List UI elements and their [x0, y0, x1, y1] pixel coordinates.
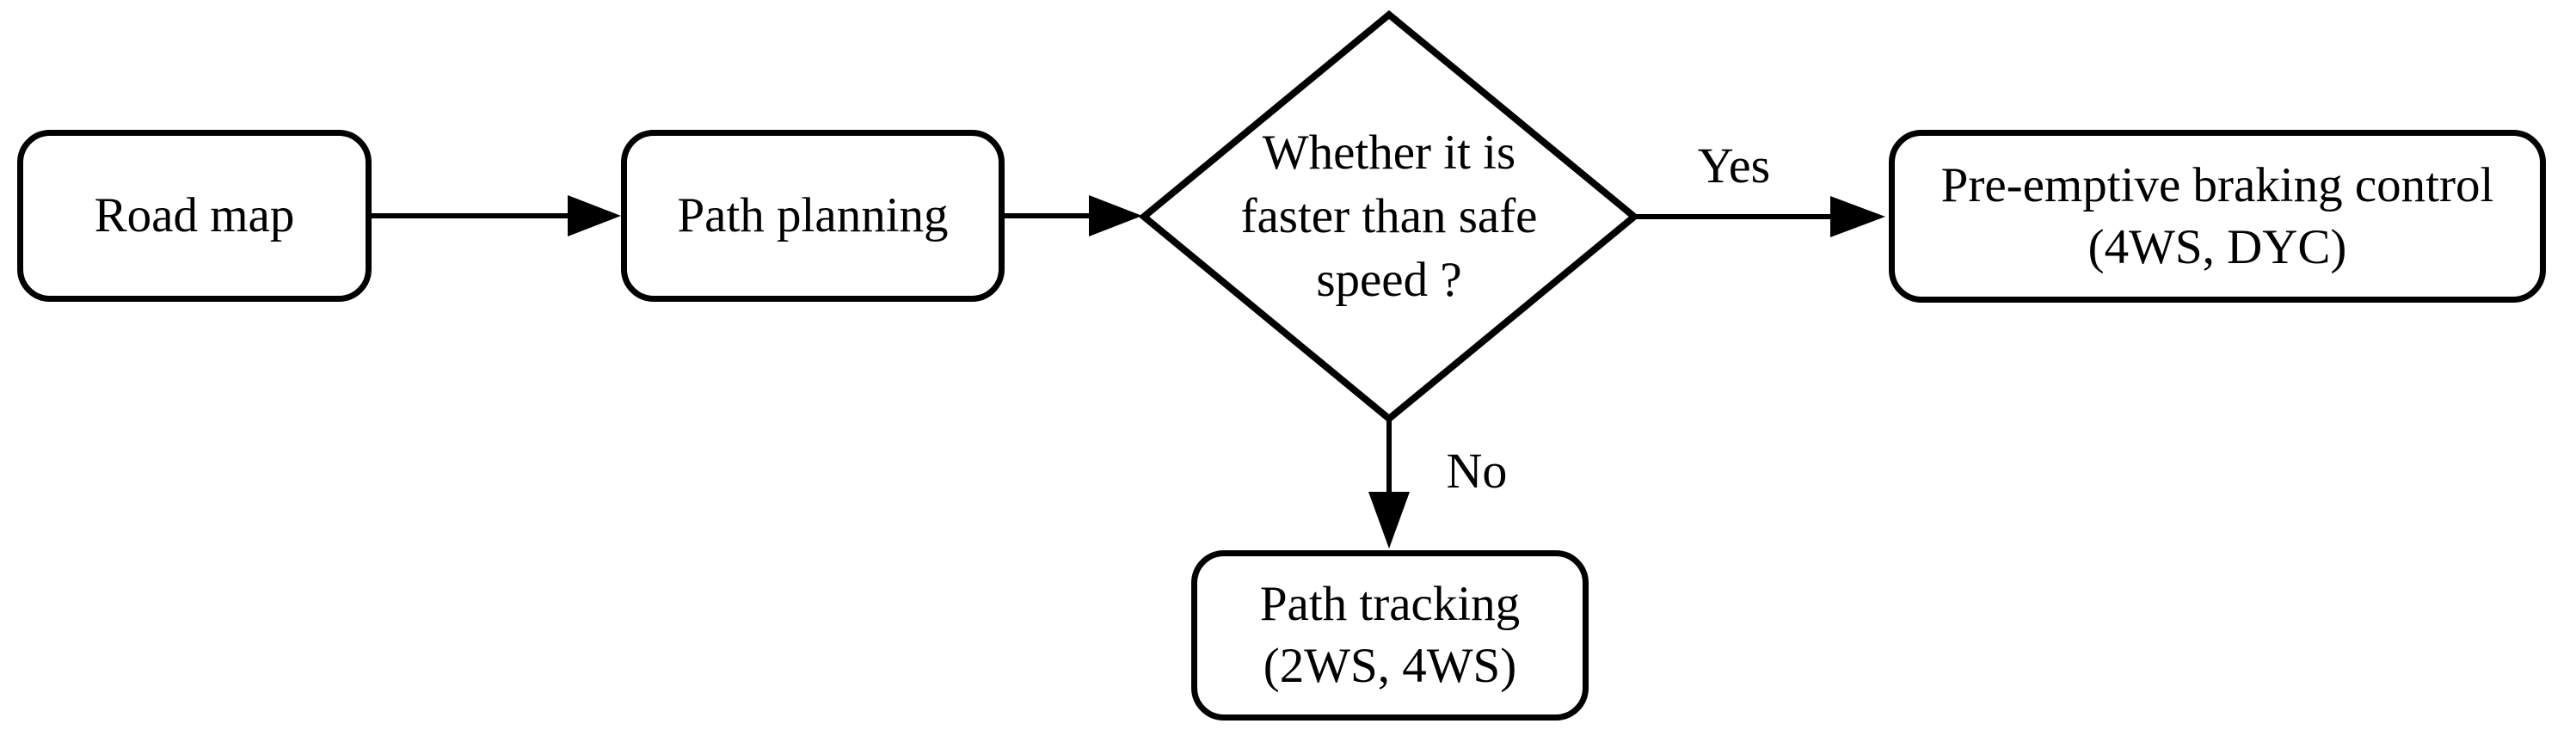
node-road-map: Road map — [17, 130, 372, 302]
arrowhead-icon — [568, 195, 621, 236]
node-path-tracking-line2: (2WS, 4WS) — [1263, 639, 1517, 693]
arrow-decision-to-path-tracking — [1368, 419, 1410, 549]
decision-line2: faster than safe — [1240, 189, 1538, 243]
node-path-planning: Path planning — [621, 130, 1005, 302]
arrowhead-icon — [1368, 492, 1410, 549]
node-road-map-label: Road map — [94, 188, 295, 242]
arrow-decision-to-preemptive-braking — [1634, 196, 1885, 237]
decision-line3: speed ? — [1316, 253, 1462, 307]
node-preemptive-braking-line1: Pre-emptive braking control — [1940, 157, 2494, 212]
node-decision-label: Whether it is faster than safe speed ? — [1157, 15, 1621, 419]
node-path-tracking-line1: Path tracking — [1259, 577, 1521, 631]
arrowhead-icon — [1830, 196, 1885, 237]
edge-label-yes: Yes — [1697, 138, 1771, 193]
arrow-road-map-to-path-planning — [372, 195, 621, 236]
decision-line1: Whether it is — [1262, 126, 1516, 180]
arrow-path-planning-to-decision — [1005, 195, 1142, 236]
node-preemptive-braking-line2: (4WS, DYC) — [2087, 219, 2347, 274]
node-preemptive-braking-control: Pre-emptive braking control (4WS, DYC) — [1889, 130, 2546, 303]
edge-label-no: No — [1446, 443, 1508, 499]
arrowhead-icon — [1089, 195, 1142, 236]
node-path-tracking: Path tracking (2WS, 4WS) — [1191, 550, 1589, 721]
node-path-planning-label: Path planning — [677, 188, 949, 242]
